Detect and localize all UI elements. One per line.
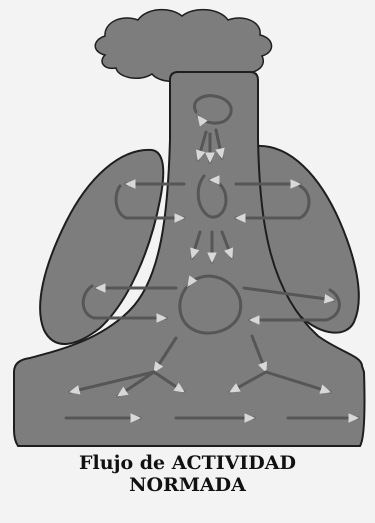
caption-line-1: Flujo de ACTIVIDAD	[0, 452, 375, 474]
caption-line-2: NORMADA	[0, 474, 375, 496]
diagram-caption: Flujo de ACTIVIDAD NORMADA	[0, 452, 375, 496]
cloud-shape	[95, 10, 271, 82]
